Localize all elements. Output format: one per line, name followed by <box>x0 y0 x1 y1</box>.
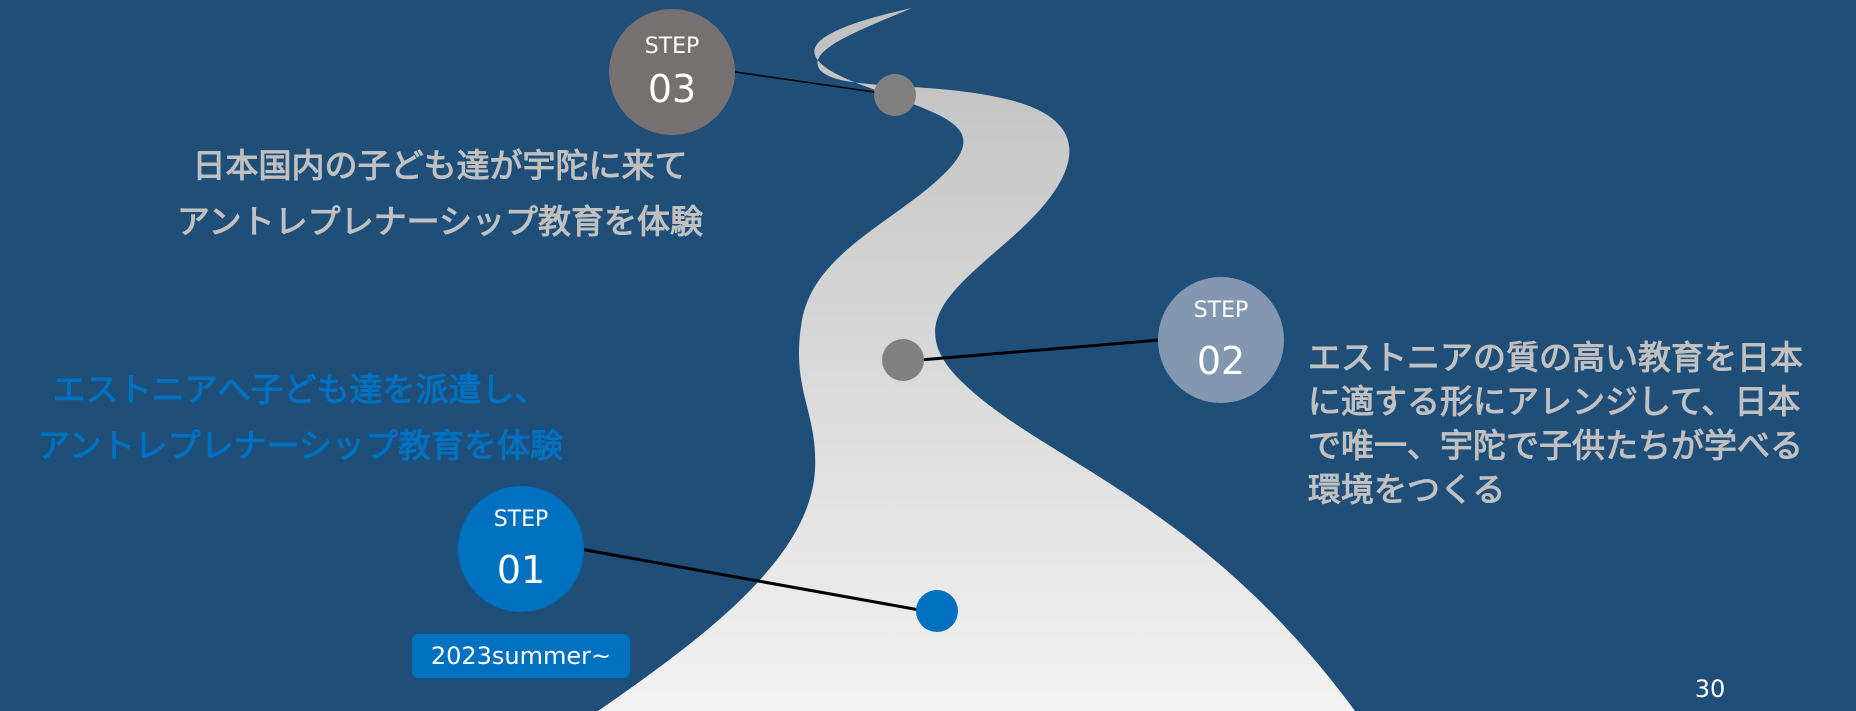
milestone-step-1 <box>916 590 958 632</box>
milestone-step-2 <box>882 339 924 381</box>
step-1-line: エストニアへ子ども達を派遣し、 <box>52 370 548 409</box>
step-badge-3 <box>609 9 735 135</box>
step-2-line: で唯一、宇陀で子供たちが学べる <box>1308 426 1803 465</box>
step-badge-2 <box>1158 277 1284 403</box>
step-2-line: エストニアの質の高い教育を日本 <box>1308 338 1803 377</box>
connector-step-2 <box>919 338 1161 362</box>
connector-step-1 <box>579 547 926 613</box>
milestone-step-3 <box>874 74 916 116</box>
step-3-line: 日本国内の子ども達が宇陀に来て <box>192 146 688 185</box>
step-2-line: に適する形にアレンジして、日本 <box>1308 382 1801 421</box>
step-3-description: 日本国内の子ども達が宇陀に来て アントレプレナーシップ教育を体験 <box>120 138 760 250</box>
step-2-description: エストニアの質の高い教育を日本 に適する形にアレンジして、日本 で唯一、宇陀で子… <box>1308 336 1854 512</box>
step-badge-1 <box>458 486 584 612</box>
page-number: 30 <box>1694 675 1726 703</box>
step-number-2: 02 <box>1197 339 1245 383</box>
step-1-line: アントレプレナーシップ教育を体験 <box>36 426 564 465</box>
step-1-description: エストニアへ子ども達を派遣し、 アントレプレナーシップ教育を体験 <box>0 362 600 474</box>
step-number-1: 01 <box>497 548 545 592</box>
step-label-3: STEP <box>645 34 700 59</box>
road <box>598 8 1355 711</box>
step-number-3: 03 <box>648 67 696 111</box>
step-label-2: STEP <box>1194 298 1249 323</box>
connector-step-3 <box>734 71 896 96</box>
step-1-date-badge: 2023summer~ <box>412 634 630 678</box>
step-label-1: STEP <box>494 507 549 532</box>
step-3-line: アントレプレナーシップ教育を体験 <box>176 202 704 241</box>
step-2-line: 環境をつくる <box>1308 470 1506 509</box>
